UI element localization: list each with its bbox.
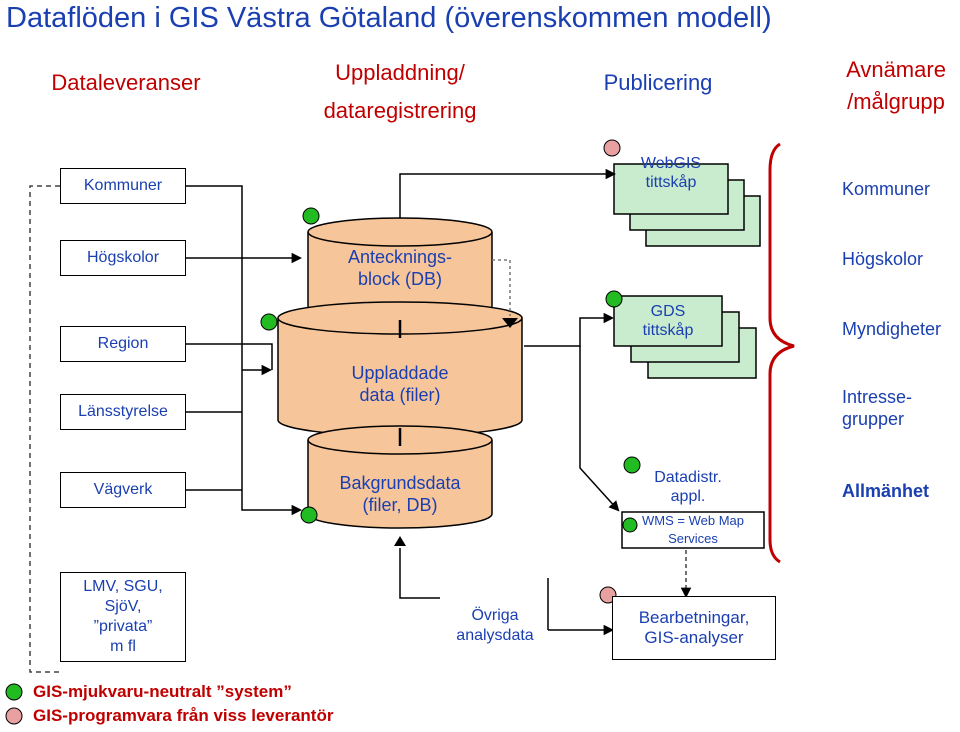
- uppladdade-line1: Uppladdade: [351, 363, 449, 383]
- audience-intresse-line1: Intresse-: [842, 387, 913, 407]
- gds-line2: tittskåp: [642, 322, 694, 339]
- column-header-dataleveranser: Dataleveranser: [51, 70, 201, 95]
- datadistr-line1: Datadistr.: [654, 469, 722, 486]
- column-header-upload-line1: Uppladdning/: [335, 60, 465, 85]
- audience-myndigheter: Myndigheter: [842, 319, 942, 339]
- gds-label: GDS tittskåp: [614, 302, 722, 340]
- gds-stack-front: [613, 295, 723, 347]
- ovriga-line1: Övriga: [471, 607, 519, 624]
- source-box-lansstyrelse: Länsstyrelse: [60, 394, 186, 430]
- source-lmv-line2: SjöV,: [104, 598, 142, 615]
- upload-up-arrow: [394, 536, 406, 546]
- bakgrund-line1: Bakgrundsdata: [339, 473, 461, 493]
- column-header-publicering: Publicering: [603, 70, 713, 95]
- audience-brace: [768, 142, 795, 564]
- wms-label: WMS = Web Map Services: [622, 512, 764, 548]
- source-lmv-text: LMV, SGU, SjöV, ”privata” m fl: [83, 577, 162, 657]
- column-header-avnamare-line2: /målgrupp: [847, 89, 945, 114]
- column-header-upload-line2: dataregistrering: [323, 98, 477, 123]
- source-lmv-line3: ”privata”: [93, 618, 153, 635]
- source-box-region: Region: [60, 326, 186, 362]
- wms-box: [621, 511, 765, 549]
- bakgrund-line2: (filer, DB): [362, 495, 438, 515]
- page-title: Dataflöden i GIS Västra Götaland (överen…: [6, 2, 772, 34]
- wms-line1: WMS = Web Map: [642, 513, 744, 528]
- audience-intresse-line2: grupper: [842, 409, 905, 429]
- bearbetningar-box: Bearbetningar, GIS-analyser: [612, 596, 776, 660]
- anteckningsblock-line1: Antecknings-: [347, 247, 453, 267]
- datadistr-line2: appl.: [670, 488, 706, 505]
- webgis-stack-front: [613, 163, 729, 215]
- legend-green-label: GIS-mjukvaru-neutralt ”system”: [33, 682, 292, 701]
- anteckningsblock-line2: block (DB): [357, 269, 442, 289]
- column-header-avnamare: Avnämare /målgrupp: [834, 54, 958, 118]
- uppladdade-line2: data (filer): [359, 385, 441, 405]
- webgis-label: WebGIS tittskåp: [614, 154, 728, 192]
- source-box-vagverk: Vägverk: [60, 472, 186, 508]
- webgis-line2: tittskåp: [645, 174, 697, 191]
- uppladdade-label: Uppladdade data (filer): [320, 362, 480, 406]
- source-label-kommuner: Kommuner: [83, 177, 163, 194]
- uppladdade-cylinder: [277, 301, 523, 437]
- source-box-kommuner: Kommuner: [60, 168, 186, 204]
- column-header-upload: Uppladdning/ dataregistrering: [300, 54, 500, 130]
- gds-line1: GDS: [650, 303, 686, 320]
- region-connector: [186, 343, 273, 370]
- ovriga-line2: analysdata: [456, 627, 534, 644]
- legend-pink-label: GIS-programvara från viss leverantör: [33, 706, 334, 725]
- bearb-line2: GIS-analyser: [644, 628, 744, 647]
- audience-allmanhet: Allmänhet: [842, 481, 930, 501]
- audience-hogskolor: Högskolor: [842, 249, 924, 269]
- source-label-hogskolor: Högskolor: [86, 249, 160, 266]
- source-label-lansstyrelse: Länsstyrelse: [78, 403, 168, 420]
- source-label-vagverk: Vägverk: [93, 481, 153, 498]
- kommuner-connector: [186, 185, 303, 516]
- source-label-region: Region: [97, 335, 149, 352]
- source-rail-dashed: [29, 185, 60, 673]
- anteckningsblock-dotted: [492, 259, 511, 316]
- ovriga-up-connector: [399, 548, 440, 599]
- ovriga-label: Övriga analysdata: [440, 606, 550, 646]
- dot-green-datadistr: [623, 456, 641, 474]
- gds-connector: [524, 312, 615, 347]
- webgis-connector: [399, 168, 617, 218]
- dot-green-legend: [5, 683, 23, 701]
- dot-pink-legend: [5, 707, 23, 725]
- dot-green-anteckningsblock: [302, 207, 320, 225]
- bakgrund-label: Bakgrundsdata (filer, DB): [320, 472, 480, 516]
- column-header-avnamare-line1: Avnämare: [846, 57, 946, 82]
- datadistr-label: Datadistr. appl.: [628, 468, 748, 506]
- dot-green-bakgrund: [300, 506, 318, 524]
- down-triangle-arrow: [502, 318, 518, 328]
- wms-line2: Services: [668, 531, 718, 546]
- dot-green-gds: [605, 290, 623, 308]
- bearbetningar-text: Bearbetningar, GIS-analyser: [639, 608, 750, 648]
- source-box-lmv: LMV, SGU, SjöV, ”privata” m fl: [60, 572, 186, 662]
- dot-pink-webgis: [603, 139, 621, 157]
- audience-kommuner: Kommuner: [842, 179, 931, 199]
- audience-intresse: Intresse- grupper: [842, 386, 912, 430]
- datadistr-connector: [579, 346, 620, 512]
- webgis-line1: WebGIS: [640, 155, 702, 172]
- source-box-hogskolor: Högskolor: [60, 240, 186, 276]
- bearb-line1: Bearbetningar,: [638, 608, 750, 627]
- source-lmv-line4: m fl: [110, 638, 136, 655]
- dot-green-wms: [622, 517, 638, 533]
- source-lmv-line1: LMV, SGU,: [83, 578, 163, 595]
- anteckningsblock-label: Antecknings- block (DB): [320, 246, 480, 290]
- dot-green-uppladdade: [260, 313, 278, 331]
